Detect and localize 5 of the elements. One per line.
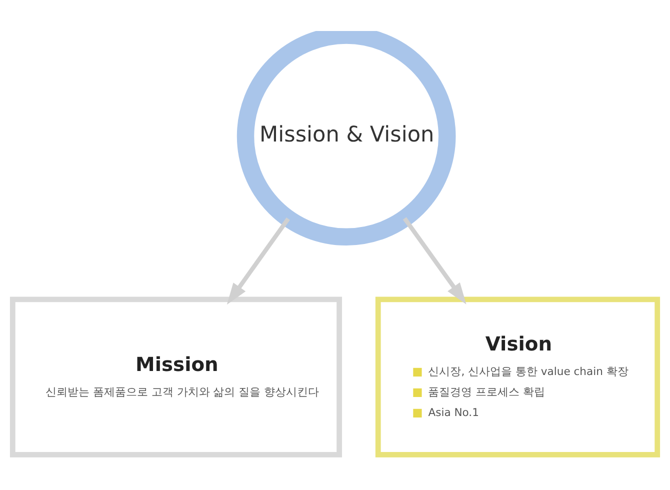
- arrow: [402, 217, 466, 304]
- arrow: [226, 217, 290, 305]
- node-box: Mission 신뢰받는 폼제품으로 고객 가치와 삶의 질을 향상시킨다: [10, 296, 342, 458]
- node-circle: Mission & Vision: [236, 31, 456, 246]
- node-box: Vision 신시장, 신사업을 통한 value chain 확장 품질경영 프로세스 확립 Asia No.1: [375, 296, 660, 458]
